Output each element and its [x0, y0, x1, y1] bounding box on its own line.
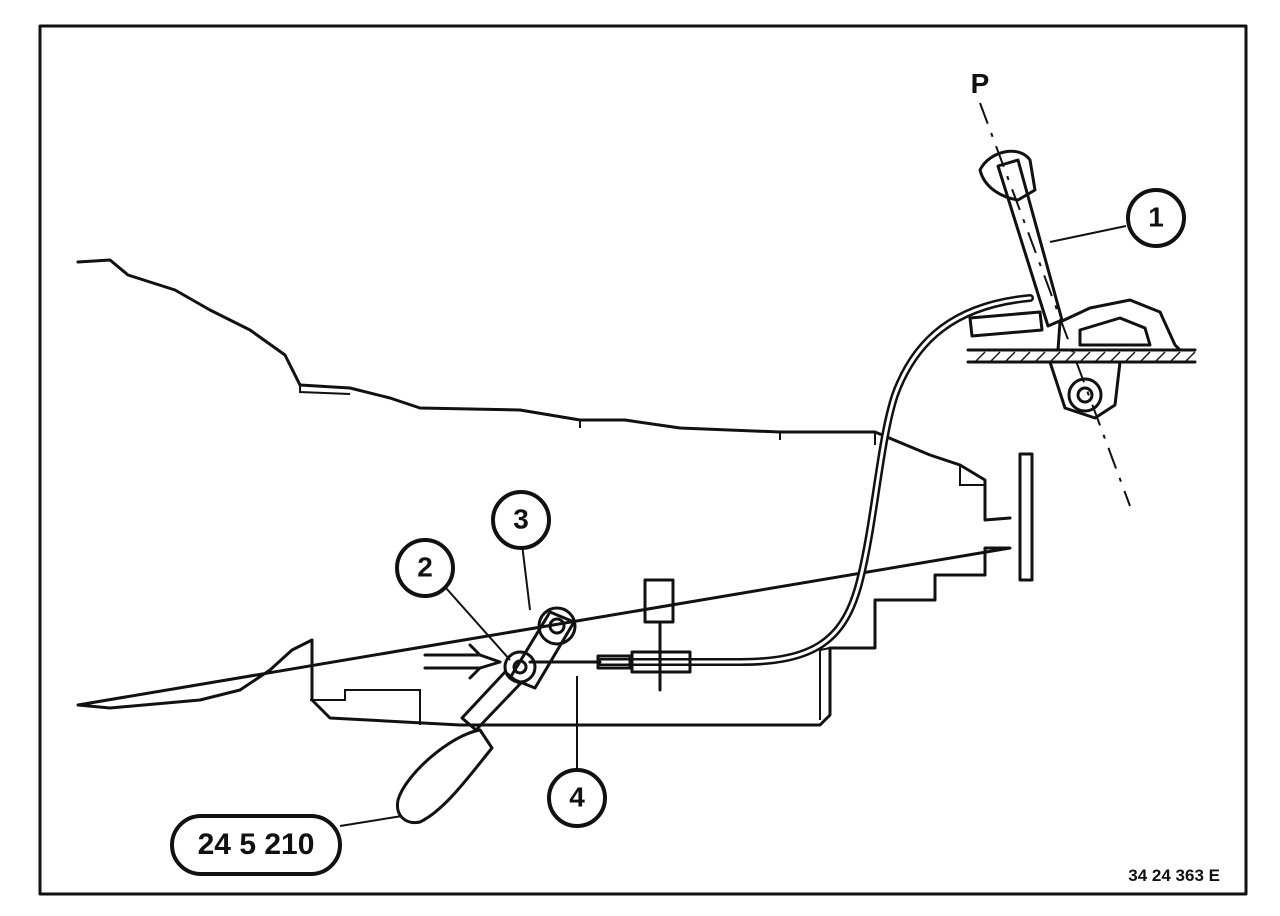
shift-knob: [978, 149, 1037, 202]
callout-3: 3: [513, 503, 529, 534]
shift-pivot: [1067, 377, 1103, 413]
selector-lever-pivot: [503, 650, 537, 684]
pressure-arrow: [423, 643, 502, 680]
shift-lever: [996, 158, 1064, 328]
shift-console: [1048, 298, 1182, 420]
cable-end-console: [968, 310, 1044, 338]
figure-id: 34 24 363 E: [1128, 866, 1220, 885]
park-label: P: [971, 68, 990, 99]
callout-1: 1: [1148, 201, 1164, 232]
callout-1-circle: [1126, 188, 1186, 248]
frame: [38, 24, 1248, 896]
leader-2: [445, 587, 511, 661]
selector-lever-top-joint: [537, 606, 577, 646]
housing-detail-lines: [299, 385, 985, 725]
tool-shaft: [460, 670, 522, 732]
callout-2: 2: [417, 551, 433, 582]
shift-pivot-inner: [1076, 386, 1094, 404]
selector-lever-pivot-inner: [512, 659, 528, 675]
tool-handle: [395, 728, 494, 825]
callout-3-circle: [491, 490, 551, 550]
cable-adjuster: [596, 650, 692, 674]
transmission-housing: [76, 258, 1034, 727]
callout-4-circle: [547, 768, 607, 828]
callout-4: 4: [569, 781, 585, 812]
callout-2-circle: [395, 538, 455, 598]
leader-tool: [339, 815, 403, 827]
cable-bracket: [643, 578, 675, 624]
selector-cable-core: [598, 296, 1032, 664]
tool-callout-label: 24 5 210: [198, 828, 315, 861]
leader-1: [1049, 225, 1127, 243]
tool-callout-box: [170, 814, 342, 876]
leader-3: [521, 543, 531, 611]
selector-lever-top-joint-inner: [548, 617, 566, 635]
floor-hatching: [974, 351, 1196, 363]
